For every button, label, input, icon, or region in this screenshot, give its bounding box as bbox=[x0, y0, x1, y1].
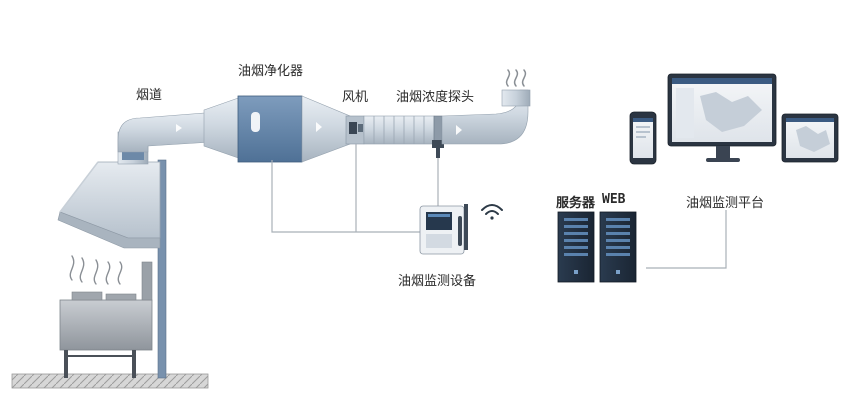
mobile-phone bbox=[629, 111, 657, 165]
tablet bbox=[781, 113, 839, 163]
label-platform: 油烟监测平台 bbox=[686, 196, 765, 211]
label-web: WEB bbox=[602, 192, 626, 207]
outlet-smoke bbox=[505, 69, 527, 87]
exhaust-hood bbox=[57, 161, 161, 249]
stove bbox=[59, 261, 153, 378]
monitoring-device bbox=[419, 204, 468, 255]
connection-lines bbox=[271, 144, 727, 269]
fan bbox=[345, 115, 365, 145]
label-server: 服务器 bbox=[556, 196, 596, 211]
duct-horizontal-right bbox=[441, 89, 531, 145]
label-duct: 烟道 bbox=[136, 88, 163, 103]
label-fan: 风机 bbox=[342, 90, 369, 105]
oil-fume-purifier bbox=[203, 95, 351, 163]
duct-flex bbox=[363, 115, 435, 145]
support-pole bbox=[157, 159, 167, 379]
wifi-icon bbox=[481, 204, 503, 220]
label-monitor-device: 油烟监测设备 bbox=[398, 274, 477, 289]
label-probe: 油烟浓度探头 bbox=[396, 90, 475, 105]
cooking-smoke bbox=[69, 255, 123, 285]
server-rack-left bbox=[557, 211, 595, 283]
server-rack-right bbox=[599, 211, 637, 283]
ground bbox=[11, 373, 209, 389]
label-purifier: 油烟净化器 bbox=[238, 64, 304, 79]
desktop-monitor bbox=[667, 73, 777, 162]
